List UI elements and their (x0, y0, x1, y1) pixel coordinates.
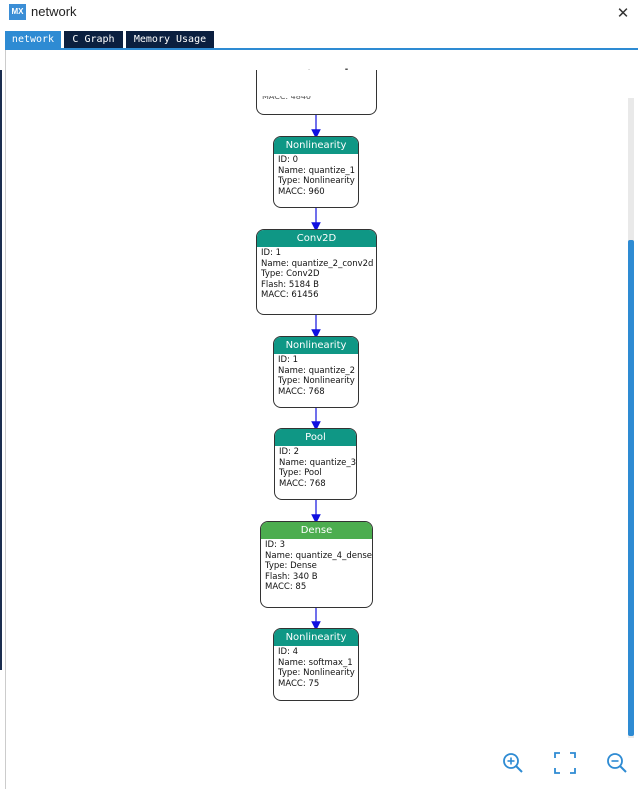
node-type: Type: Nonlinearity (278, 176, 355, 186)
node-macc: MACC: 960 (278, 186, 325, 197)
node-name: Name: quantize_1 (278, 165, 356, 176)
scrollbar-thumb[interactable] (628, 240, 634, 736)
node-type: Type: Dense (265, 561, 317, 571)
node-id: ID: 1 (261, 248, 282, 258)
node-name: Name: quantize_2_conv2d (261, 258, 374, 269)
node-type: Type: Nonlinearity (278, 376, 355, 386)
node-name: Name: quantize_2 (278, 365, 356, 376)
tab-bar: network C Graph Memory Usage (5, 31, 638, 51)
node-header: Pool (275, 429, 356, 446)
tab-network[interactable]: network (5, 31, 61, 48)
fit-screen-icon[interactable] (554, 752, 576, 774)
node-id: ID: 2 (279, 447, 300, 457)
graph-node-conv2d[interactable]: Conv2D ID: 1 Name: quantize_2_conv2d Typ… (256, 229, 377, 315)
node-header: Nonlinearity (274, 137, 358, 154)
node-type: Type: Pool (279, 468, 322, 478)
node-macc: MACC: 75 (278, 678, 320, 689)
node-header: Nonlinearity (274, 337, 358, 354)
close-button[interactable]: ✕ (616, 4, 630, 22)
graph-node-dense[interactable]: Dense ID: 3 Name: quantize_4_dense Type:… (260, 521, 373, 608)
tab-underline (5, 48, 638, 51)
node-name: Name: quantize_4_dense (265, 550, 372, 561)
title-bar: MX network ✕ (0, 0, 639, 28)
node-type: Type: Nonlinearity (278, 668, 355, 678)
node-header: Nonlinearity (274, 629, 358, 646)
node-id: ID: 4 (278, 647, 299, 657)
node-flash: Flash: 340 B (265, 571, 318, 582)
partial-node-text: MACC: 4840 (262, 92, 312, 101)
zoom-in-icon[interactable] (502, 752, 524, 774)
tab-memory-usage[interactable]: Memory Usage (126, 31, 214, 48)
app-logo-icon: MX (9, 4, 26, 20)
window-title: network (31, 4, 77, 19)
node-header: Conv2D (257, 230, 376, 247)
graph-node-partial[interactable] (256, 70, 377, 115)
node-flash: Flash: 5184 B (261, 279, 320, 290)
node-macc: MACC: 768 (279, 478, 326, 489)
node-id: ID: 3 (265, 540, 286, 550)
graph-node-nonlinearity-0[interactable]: Nonlinearity ID: 0 Name: quantize_1 Type… (273, 136, 359, 208)
node-id: ID: 0 (278, 155, 299, 165)
node-name: Name: quantize_3 (279, 457, 357, 468)
window-left-edge (0, 70, 2, 670)
graph-node-nonlinearity-2[interactable]: Nonlinearity ID: 4 Name: softmax_1 Type:… (273, 628, 359, 701)
graph-node-pool[interactable]: Pool ID: 2 Name: quantize_3 Type: Pool M… (274, 428, 357, 500)
node-macc: MACC: 768 (278, 386, 325, 397)
node-macc: MACC: 61456 (261, 290, 319, 300)
node-header: Dense (261, 522, 372, 539)
node-name: Name: softmax_1 (278, 657, 353, 668)
graph-node-nonlinearity-1[interactable]: Nonlinearity ID: 1 Name: quantize_2 Type… (273, 336, 359, 408)
zoom-out-icon[interactable] (606, 752, 628, 774)
node-type: Type: Conv2D (261, 269, 320, 279)
node-id: ID: 1 (278, 355, 299, 365)
tab-c-graph[interactable]: C Graph (64, 31, 123, 48)
node-macc: MACC: 85 (265, 582, 307, 592)
